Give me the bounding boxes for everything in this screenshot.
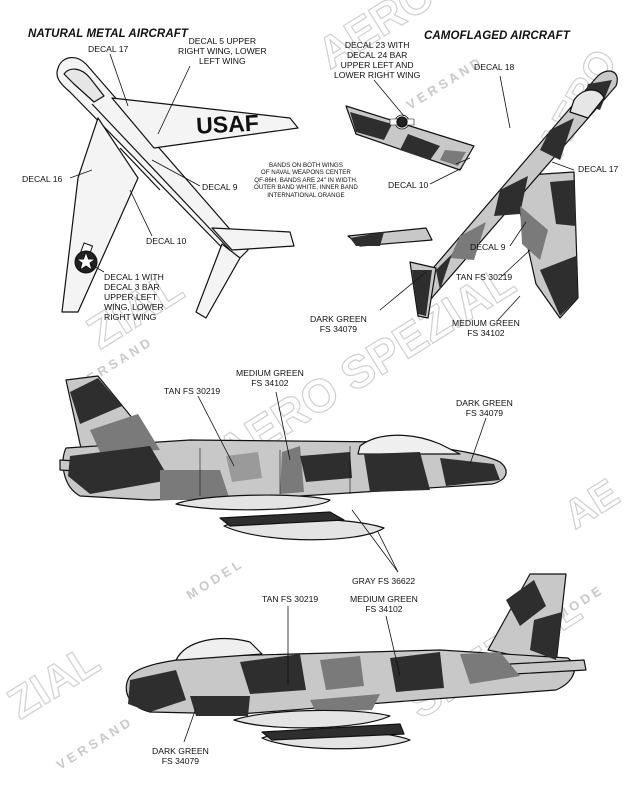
natural-metal-heading: NATURAL METAL AIRCRAFT xyxy=(28,28,188,40)
svg-text:AE: AE xyxy=(556,471,626,538)
label-dark-green-camo-top: DARK GREEN FS 34079 xyxy=(310,314,367,334)
label-medium-green-camo-top: MEDIUM GREEN FS 34102 xyxy=(452,318,520,338)
leader-lines xyxy=(69,53,575,743)
camo-lower-side-view xyxy=(125,573,587,750)
label-gray: GRAY FS 36622 xyxy=(352,576,416,586)
camo-heading: CAMOFLAGED AIRCRAFT xyxy=(424,30,570,42)
label-decal-9-natural: DECAL 9 xyxy=(202,182,238,192)
camo-side-view xyxy=(59,375,507,541)
svg-text:ZIAL: ZIAL xyxy=(0,635,108,728)
camo-top-view xyxy=(345,70,618,319)
label-medium-green-side: MEDIUM GREEN FS 34102 xyxy=(236,368,304,388)
svg-text:V E R S A N D: V E R S A N D xyxy=(54,715,133,772)
label-decal-16: DECAL 16 xyxy=(22,174,63,184)
label-decal-17-camo: DECAL 17 xyxy=(578,164,619,174)
label-dark-green-lower: DARK GREEN FS 34079 xyxy=(152,746,209,766)
label-decal-17-natural: DECAL 17 xyxy=(88,44,129,54)
label-decal-10-camo: DECAL 10 xyxy=(388,180,429,190)
label-decal-9-camo: DECAL 9 xyxy=(470,242,506,252)
label-tan-side: TAN FS 30219 xyxy=(164,386,221,396)
label-dark-green-side: DARK GREEN FS 34079 xyxy=(456,398,513,418)
label-decal-1: DECAL 1 WITH DECAL 3 BAR UPPER LEFT WING… xyxy=(104,272,164,322)
svg-text:M O D E L: M O D E L xyxy=(184,557,244,602)
label-medium-green-lower: MEDIUM GREEN FS 34102 xyxy=(350,594,418,614)
national-insignia xyxy=(74,242,98,274)
label-decal-23: DECAL 23 WITH DECAL 24 BAR UPPER LEFT AN… xyxy=(334,40,421,80)
usaf-marking: USAF xyxy=(195,110,259,139)
label-decal-5: DECAL 5 UPPER RIGHT WING, LOWER LEFT WIN… xyxy=(178,36,267,66)
label-decal-18: DECAL 18 xyxy=(474,62,515,72)
camo-insignia xyxy=(389,114,415,130)
label-decal-10-natural: DECAL 10 xyxy=(146,236,187,246)
label-naval-bands-note: BANDS ON BOTH WINGS OF NAVAL WEAPONS CEN… xyxy=(254,162,358,199)
label-tan-lower: TAN FS 30219 xyxy=(262,594,319,604)
label-tan-camo-top: TAN FS 30219 xyxy=(456,272,513,282)
